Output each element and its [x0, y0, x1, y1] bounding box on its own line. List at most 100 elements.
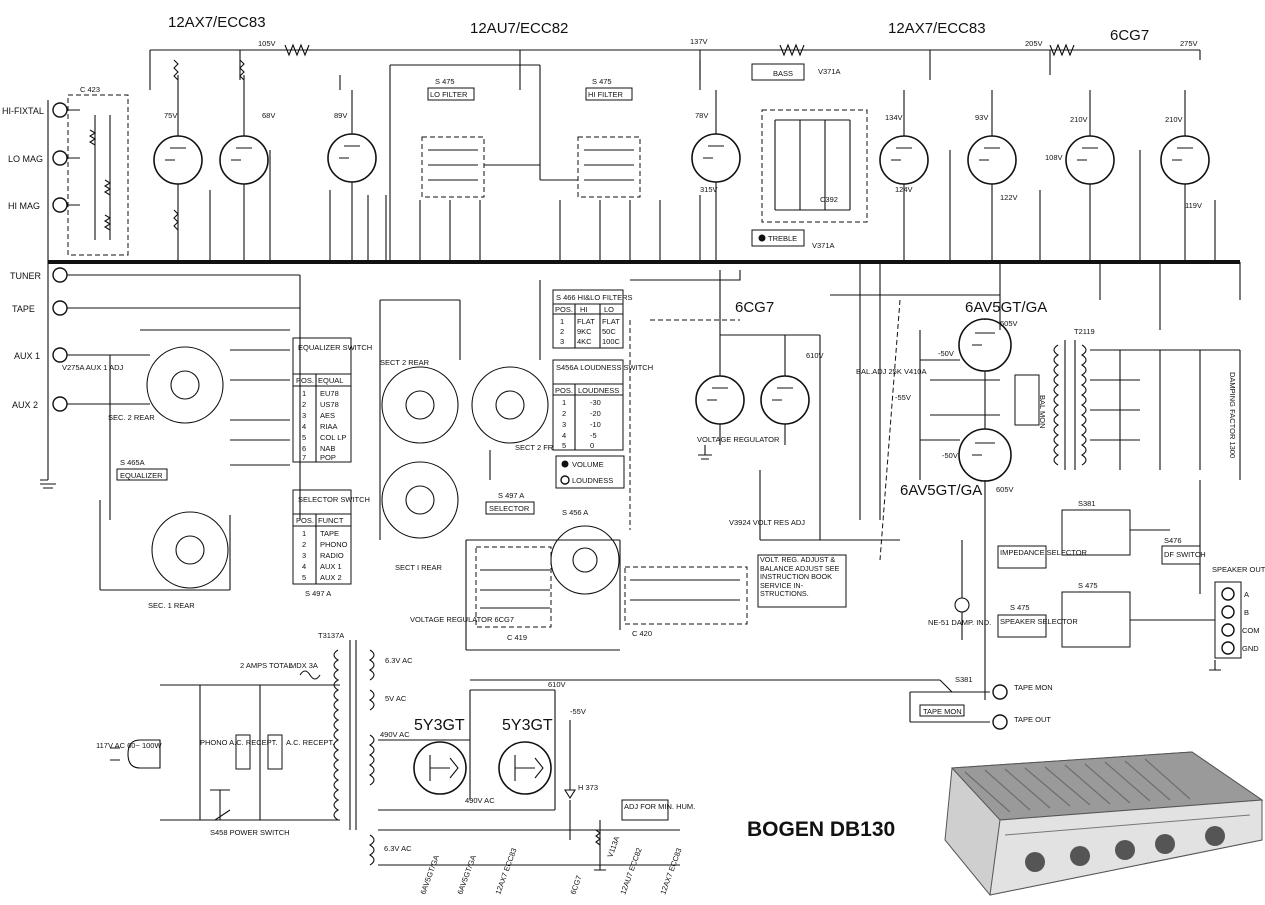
heater-6v3-label-b: 6.3V AC	[384, 844, 412, 853]
jack-hi-fixtal[interactable]	[52, 102, 68, 118]
filter-table-title: S 466 HI&LO FILTERS	[556, 293, 633, 302]
input-label-hi-fixtal: HI-FIXTAL	[2, 106, 44, 116]
eq-row-pos: 4	[302, 422, 306, 431]
c419-network	[475, 546, 552, 628]
bal-mon-label: BAL MON	[1038, 395, 1047, 428]
voltage-605a: 605V	[1000, 319, 1018, 328]
eq-row-pos: 3	[302, 411, 306, 420]
loud-row-pos: 2	[562, 409, 566, 418]
loud-row-value: 0	[590, 441, 594, 450]
power-switch-label: S458 POWER SWITCH	[210, 828, 290, 837]
loudness-table: S456A LOUDNESS SWITCH POS. LOUDNESS 1 -3…	[552, 359, 653, 451]
input-label-tuner: TUNER	[10, 271, 41, 281]
equalizer-switch-wafer[interactable]	[146, 346, 224, 424]
hv-490-label-b: 490V AC	[465, 796, 495, 805]
volume-label: VOLUME	[572, 460, 604, 469]
loudness-switch-wafer[interactable]	[550, 525, 620, 595]
tube-label-v1: 12AX7/ECC83	[168, 14, 266, 31]
sel-row-pos: 1	[302, 529, 306, 538]
heater-6v3-label: 6.3V AC	[385, 656, 413, 665]
loud-row-value: -20	[590, 409, 601, 418]
lo-filter-deck	[421, 136, 485, 198]
equalizer-switch-wafer-2[interactable]	[151, 511, 229, 589]
volume-knob-icon[interactable]	[561, 460, 569, 468]
jack-hi-mag[interactable]	[52, 197, 68, 213]
jack-tuner[interactable]	[52, 267, 68, 283]
sect1-rear-label: SECT I REAR	[395, 563, 443, 572]
jack-tape[interactable]	[52, 300, 68, 316]
speaker-terminal-gnd[interactable]	[1221, 641, 1235, 655]
h373-label: H 373	[578, 783, 598, 792]
tube-label-v5: 6CG7	[735, 299, 774, 316]
hi-filter-tag	[585, 87, 633, 101]
loud-header-pos: POS.	[555, 386, 573, 395]
bal-adj-label: BAL.ADJ 25K V410A	[856, 367, 926, 376]
hv-490-label: 490V AC	[380, 730, 410, 739]
speaker-switch[interactable]	[1061, 591, 1131, 648]
tube-label-v4: 6CG7	[1110, 27, 1149, 44]
s475-label-d: S 475	[1010, 603, 1030, 612]
treble-label: TREBLE	[768, 234, 797, 243]
voltage-210b: 210V	[1165, 115, 1183, 124]
voltage-210a: 210V	[1070, 115, 1088, 124]
voltage-m50b: -50V	[942, 451, 958, 460]
eq-row-value: COL LP	[320, 433, 346, 442]
speaker-terminal-com[interactable]	[1221, 623, 1235, 637]
selector-wafer-sect2-rear[interactable]	[381, 366, 459, 444]
equalizer-table: EQUALIZER SWITCH POS. EQUAL 1 EU78 2 US7…	[292, 337, 372, 463]
voltage-regulator-label: VOLTAGE REGULATOR	[697, 435, 780, 444]
loudness-knob-icon[interactable]	[560, 475, 570, 485]
phono-ac-receptacle	[235, 734, 251, 770]
voltage-610: 610V	[806, 351, 824, 360]
ne51-lamp-icon	[954, 597, 970, 613]
sel-row-value: PHONO	[320, 540, 348, 549]
jack-tape-mon[interactable]	[992, 684, 1008, 700]
selector-wafer-sect2-front[interactable]	[471, 366, 549, 444]
df-switch-label: DF SWITCH	[1164, 550, 1206, 559]
sel-row-value: AUX 2	[320, 573, 342, 582]
ac-receptacle	[267, 734, 283, 770]
loudness-label: LOUDNESS	[572, 476, 613, 485]
jack-aux2[interactable]	[52, 396, 68, 412]
amplifier-photo	[944, 751, 1264, 896]
c423-network	[67, 94, 129, 256]
tube-label-v6b: 6AV5GT/GA	[900, 482, 982, 499]
rectifier-tube-1	[413, 741, 467, 795]
selector-wafer-sect1-rear[interactable]	[381, 461, 459, 539]
s497a-label: S 497 A	[305, 589, 331, 598]
s497a-label-b: S 497 A	[498, 491, 524, 500]
voltage-105: 105V	[258, 39, 276, 48]
c423-label: C 423	[80, 85, 100, 94]
input-label-lo-mag: LO MAG	[8, 154, 43, 164]
loud-row-value: -10	[590, 420, 601, 429]
speaker-terminal-b[interactable]	[1221, 605, 1235, 619]
heater-tube-label: 6CG7	[568, 874, 583, 895]
tube-label-v2: 12AU7/ECC82	[470, 20, 568, 37]
speaker-terminal-label: B	[1244, 608, 1249, 617]
impedance-switch[interactable]	[1061, 509, 1131, 556]
heater-tube-label: 12AX7 ECC83	[658, 847, 683, 896]
speaker-terminal-a[interactable]	[1221, 587, 1235, 601]
jack-lo-mag[interactable]	[52, 150, 68, 166]
jack-tape-out[interactable]	[992, 714, 1008, 730]
tube-v5	[695, 335, 810, 445]
speaker-selector-label: SPEAKER SELECTOR	[1000, 617, 1078, 626]
s475-label-a: S 475	[435, 77, 455, 86]
treble-knob-icon[interactable]	[758, 234, 766, 242]
filter-row-lo: FLAT	[602, 317, 620, 326]
filter-header-lo: LO	[604, 305, 614, 314]
eq-header-pos: POS.	[296, 376, 314, 385]
t2119-label: T2119	[1074, 327, 1095, 336]
tube-v6a	[958, 318, 1012, 372]
jack-aux1[interactable]	[52, 347, 68, 363]
voltage-315: 315V	[700, 185, 718, 194]
tone-network	[761, 109, 868, 223]
voltage-m55a: -55V	[895, 393, 911, 402]
filter-header-pos: POS.	[555, 305, 573, 314]
input-label-aux2: AUX 2	[12, 400, 38, 410]
s475-label-c: S 475	[1078, 581, 1098, 590]
hi-filter-deck	[577, 136, 641, 198]
input-label-hi-mag: HI MAG	[8, 201, 40, 211]
volume-loudness-legend	[555, 455, 625, 489]
